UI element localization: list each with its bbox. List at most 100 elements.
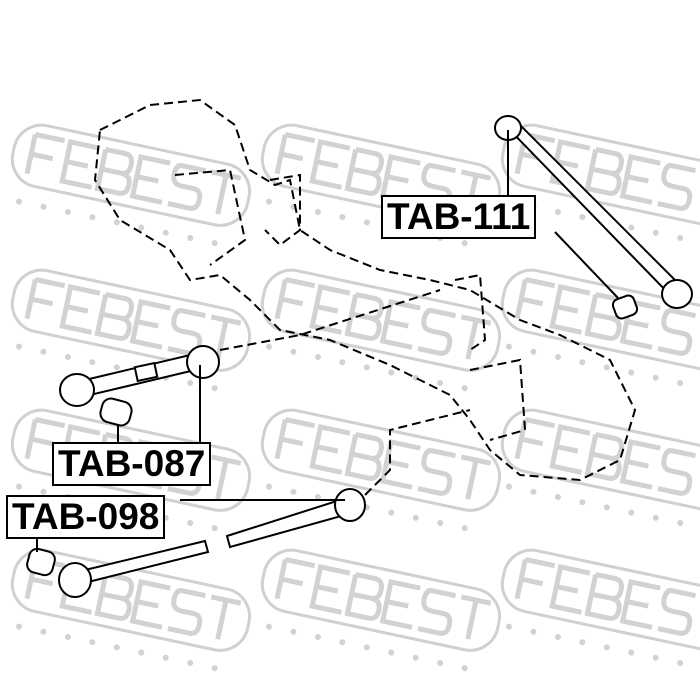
watermark-tagline-mark: [652, 229, 659, 236]
watermark-tagline-mark: [266, 198, 273, 205]
watermark-logo: [260, 548, 502, 672]
watermark-tagline-mark: [530, 348, 537, 355]
watermark-letter: [657, 308, 697, 356]
watermark-letter: [274, 557, 316, 600]
watermark-tagline-mark: [677, 379, 684, 386]
watermark-tagline-mark: [603, 644, 610, 651]
watermark-tagline-mark: [339, 214, 346, 221]
watermark-letter: [210, 454, 242, 500]
watermark-letter: [417, 308, 457, 356]
watermark-letter: [309, 424, 351, 475]
watermark-letter: [657, 588, 697, 636]
bushing-tab-087: [99, 397, 133, 427]
watermark-letter: [129, 153, 171, 205]
watermark-tagline-mark: [211, 240, 218, 247]
watermark-letter: [129, 298, 171, 350]
watermark-tagline-mark: [628, 649, 635, 656]
watermark-tagline-mark: [363, 364, 370, 371]
watermark-tagline-mark: [603, 504, 610, 511]
watermark-tagline-mark: [677, 234, 684, 241]
watermark-tagline-mark: [363, 644, 370, 651]
watermark-letter: [549, 564, 591, 615]
watermark-tagline-mark: [437, 379, 444, 386]
watermark-letter: [417, 588, 457, 636]
watermark-letter: [584, 572, 624, 621]
watermark-tagline-mark: [290, 488, 297, 495]
watermark-letter: [619, 578, 661, 630]
watermark-tagline-mark: [64, 633, 71, 640]
watermark-tagline-mark: [314, 493, 321, 500]
watermark-tagline-mark: [266, 623, 273, 630]
watermark-tagline-mark: [579, 214, 586, 221]
watermark-tagline-mark: [290, 628, 297, 635]
watermark-tagline-mark: [363, 219, 370, 226]
watermark-tagline-mark: [412, 654, 419, 661]
watermark-tagline-mark: [40, 628, 47, 635]
watermark-tagline-mark: [579, 639, 586, 646]
watermark-tagline-mark: [506, 343, 513, 350]
watermark-tagline-mark: [339, 359, 346, 366]
watermark-letter: [584, 147, 624, 196]
watermark-letter: [460, 454, 492, 500]
watermark-letter: [167, 163, 207, 211]
watermark-tagline-mark: [113, 644, 120, 651]
watermark-letter: [460, 594, 492, 640]
lower-arm-098: [26, 488, 366, 598]
watermark-tagline-mark: [64, 208, 71, 215]
watermark-tagline-mark: [16, 198, 23, 205]
watermark-tagline-mark: [89, 214, 96, 221]
watermark-letter: [344, 572, 384, 621]
upper-control-arm: [494, 115, 693, 320]
watermark-letter: [94, 572, 134, 621]
watermark-letter: [344, 147, 384, 196]
watermark-tagline-mark: [40, 203, 47, 210]
watermark-tagline-mark: [138, 224, 145, 231]
watermark-tagline-mark: [314, 633, 321, 640]
watermark-tagline-mark: [211, 525, 218, 532]
watermark-letter: [24, 132, 66, 175]
watermark-tagline-mark: [16, 623, 23, 630]
watermark-letter: [549, 284, 591, 335]
watermark-tagline-mark: [266, 343, 273, 350]
watermark-letter: [379, 298, 421, 350]
watermark-tagline-mark: [603, 364, 610, 371]
watermark-tagline-mark: [388, 369, 395, 376]
watermark-tagline-mark: [388, 509, 395, 516]
part-label-tab-098[interactable]: TAB-098: [6, 495, 166, 539]
watermark-tagline-mark: [677, 519, 684, 526]
watermark-letter: [619, 153, 661, 205]
watermark-letter: [514, 557, 556, 600]
watermark-letter: [59, 284, 101, 335]
watermark-tagline-mark: [113, 364, 120, 371]
watermark-tagline-mark: [437, 519, 444, 526]
bushing-tab-111: [611, 294, 639, 320]
watermark-tagline-mark: [579, 499, 586, 506]
part-label-tab-111[interactable]: TAB-111: [381, 195, 537, 239]
watermark-letter: [274, 277, 316, 320]
watermark-tagline-mark: [412, 514, 419, 521]
watermark-letter: [584, 432, 624, 481]
watermark-letter: [619, 438, 661, 490]
lateral-arm-087: [59, 345, 220, 442]
watermark-tagline-mark: [506, 623, 513, 630]
watermark-letter: [417, 448, 457, 496]
watermark-tagline-mark: [290, 348, 297, 355]
watermark-letter: [210, 314, 242, 360]
watermark-letter: [309, 564, 351, 615]
watermark-tagline-mark: [579, 359, 586, 366]
watermark-tagline-mark: [652, 374, 659, 381]
bushing-tab-098: [26, 547, 56, 577]
watermark-letter: [460, 314, 492, 360]
rear-axle-housing: [93, 98, 637, 496]
watermark-tagline-mark: [652, 514, 659, 521]
watermark-tagline-mark: [554, 353, 561, 360]
part-label-tab-087[interactable]: TAB-087: [52, 442, 212, 486]
watermark-tagline-mark: [187, 659, 194, 666]
watermark-logo: [260, 268, 502, 392]
watermark-letter: [514, 277, 556, 320]
watermark-letter: [24, 277, 66, 320]
watermark-letter: [274, 417, 316, 460]
watermark-tagline-mark: [64, 353, 71, 360]
